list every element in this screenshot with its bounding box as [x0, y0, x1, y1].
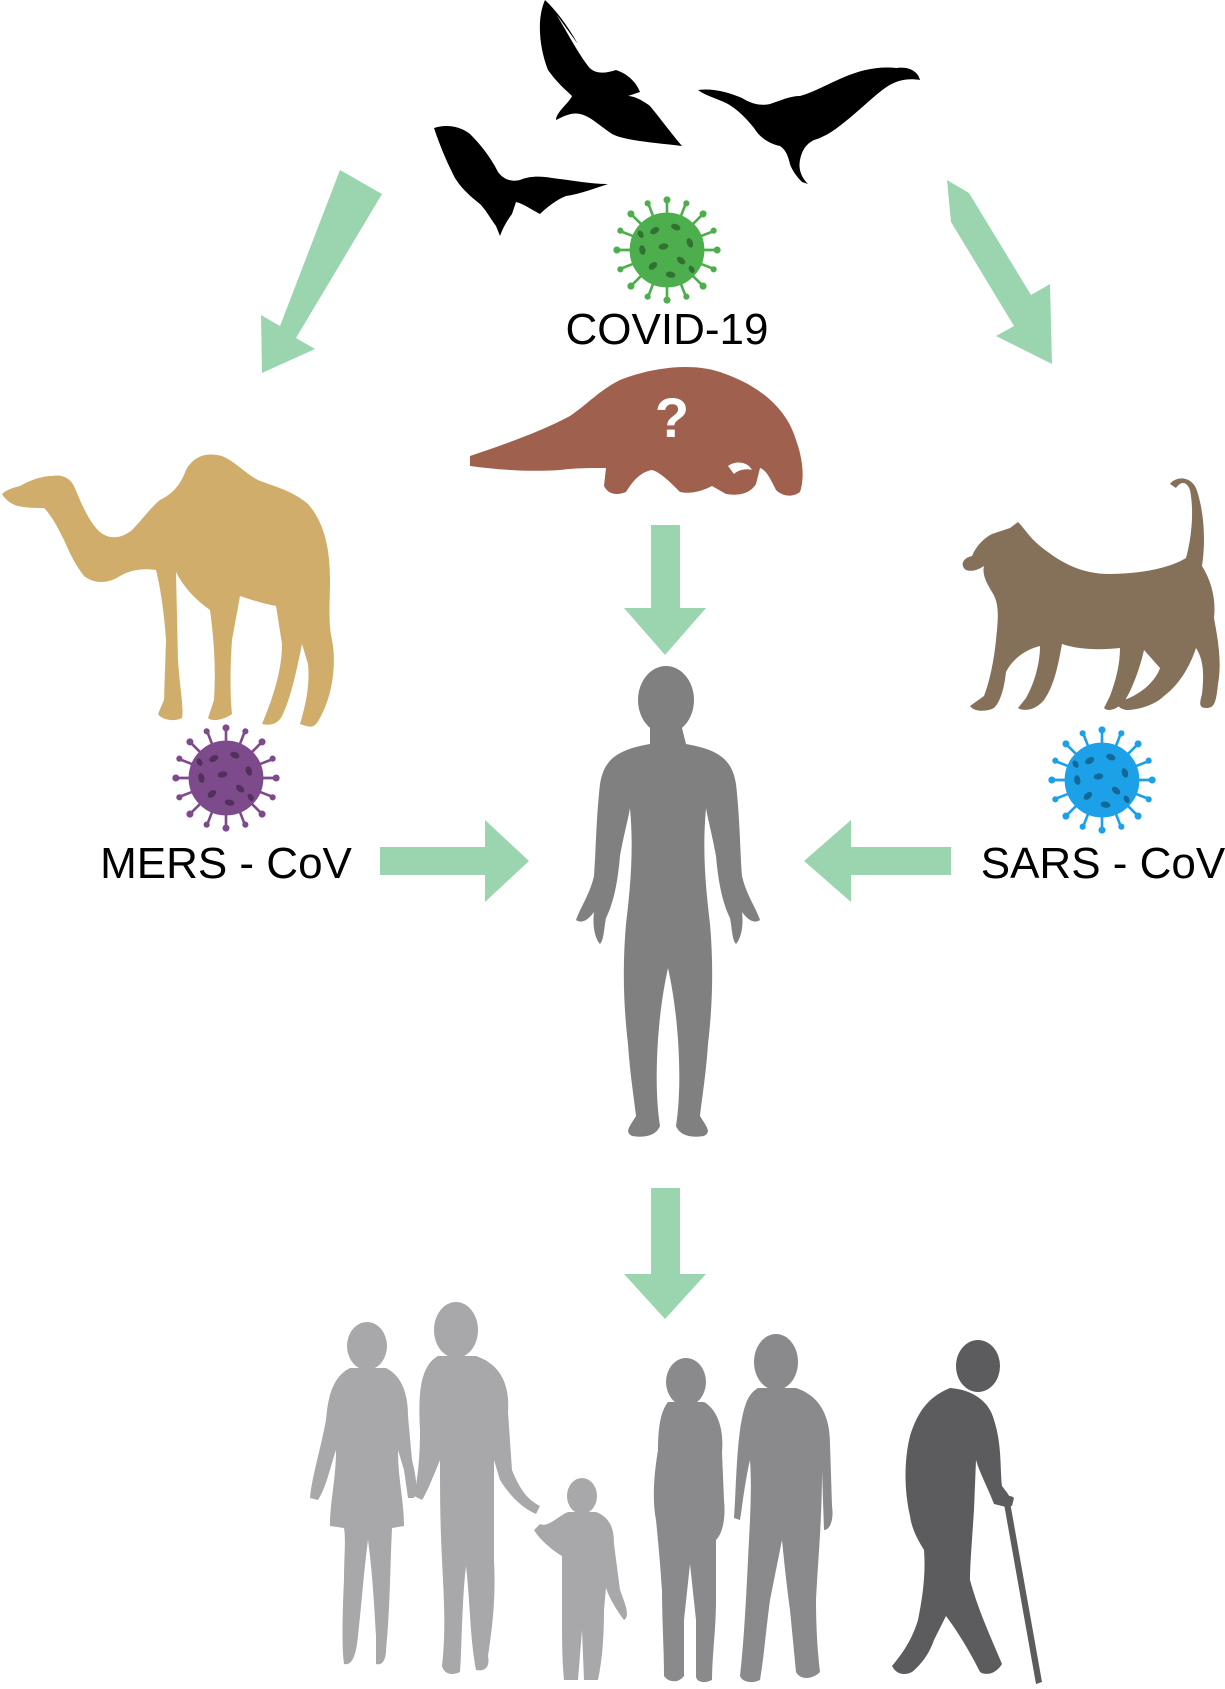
camel-silhouette-icon — [2, 454, 334, 727]
woman-silhouette-icon — [653, 1358, 725, 1683]
arrow-bats-to-camel — [261, 170, 382, 373]
mers-label: MERS - CoV — [100, 839, 352, 888]
cat-silhouette-icon — [962, 478, 1220, 711]
sars-virus-icon — [1047, 725, 1157, 835]
covid-virus-icon — [612, 195, 722, 305]
arrow-sars-to-human — [804, 820, 951, 902]
sars-label: SARS - CoV — [981, 839, 1225, 888]
arrow-pangolin-to-human — [624, 525, 706, 655]
people-group-icon — [310, 1302, 1042, 1684]
man-silhouette-icon — [414, 1302, 540, 1674]
pangolin-silhouette-icon — [470, 366, 803, 496]
arrows — [261, 170, 1052, 1319]
bats-group — [434, 0, 920, 236]
elderly-silhouette-icon — [892, 1340, 1042, 1684]
man-silhouette-icon — [734, 1334, 833, 1683]
bat-silhouette-icon — [434, 126, 608, 236]
covid-label: COVID-19 — [566, 305, 769, 354]
human-silhouette-icon — [576, 666, 760, 1137]
child-silhouette-icon — [534, 1478, 627, 1680]
bat-silhouette-icon — [539, 0, 682, 146]
pangolin-question-mark: ? — [655, 386, 689, 449]
arrow-mers-to-human — [380, 820, 529, 902]
bat-silhouette-icon — [698, 67, 920, 184]
arrow-human-to-population — [624, 1188, 706, 1319]
arrow-bats-to-cat — [947, 180, 1052, 364]
woman-silhouette-icon — [310, 1322, 417, 1665]
mers-virus-icon — [171, 723, 281, 833]
